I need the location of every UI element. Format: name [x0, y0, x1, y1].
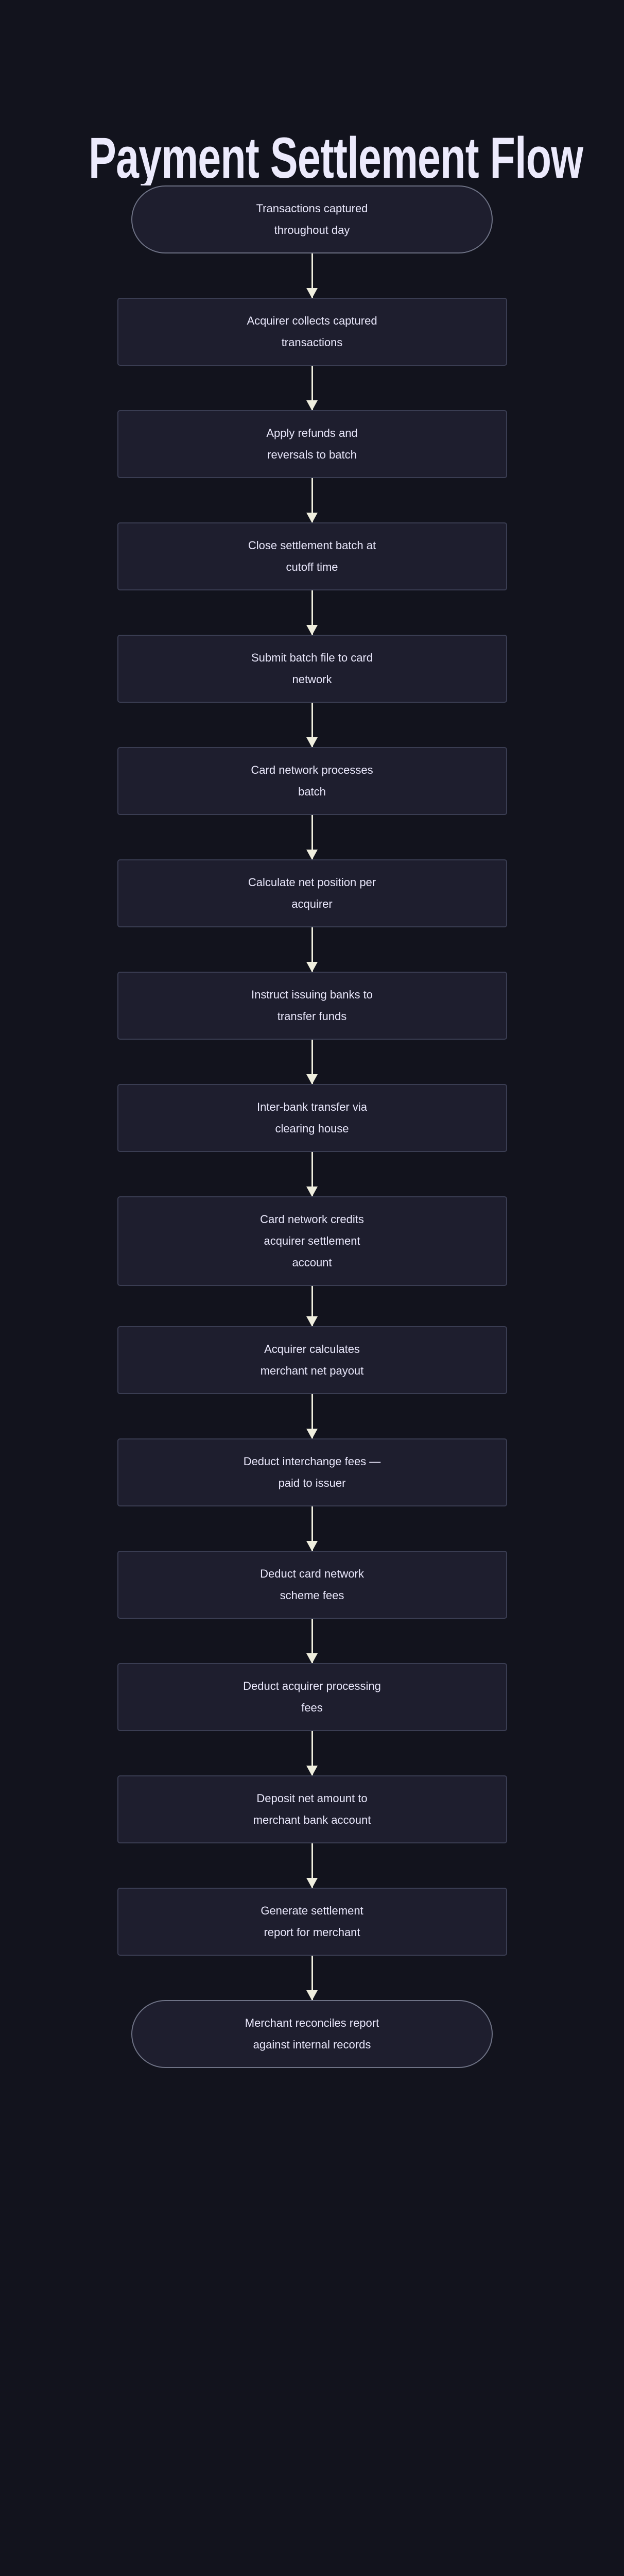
edge-n14	[0, 1731, 624, 1775]
flow-node-n5: Submit batch file to card network	[0, 635, 624, 703]
flow-node-n16: Generate settlement report for merchant	[0, 1888, 624, 1956]
process-node[interactable]: Deduct card network scheme fees	[117, 1551, 507, 1619]
edge-n6	[0, 815, 624, 859]
node-label: Close settlement batch at cutoff time	[248, 539, 376, 573]
node-label: Deposit net amount to merchant bank acco…	[253, 1792, 371, 1826]
flow-node-n12: Deduct interchange fees — paid to issuer	[0, 1438, 624, 1506]
flow-node-n2: Acquirer collects captured transactions	[0, 298, 624, 366]
process-node[interactable]: Acquirer collects captured transactions	[117, 298, 507, 366]
edge-n4	[0, 590, 624, 635]
edge-n15	[0, 1843, 624, 1888]
edge-n7	[0, 927, 624, 972]
node-label: Merchant reconciles report against inter…	[245, 2016, 379, 2051]
connector-arrow-icon	[311, 927, 313, 972]
node-label: Calculate net position per acquirer	[248, 876, 376, 910]
connector-arrow-icon	[311, 1152, 313, 1196]
process-node[interactable]: Deduct acquirer processing fees	[117, 1663, 507, 1731]
edge-n8	[0, 1040, 624, 1084]
flow-node-n15: Deposit net amount to merchant bank acco…	[0, 1775, 624, 1843]
edge-n12	[0, 1506, 624, 1551]
flow-node-n6: Card network processes batch	[0, 747, 624, 815]
process-node[interactable]: Instruct issuing banks to transfer funds	[117, 972, 507, 1040]
node-label: Deduct interchange fees — paid to issuer	[243, 1455, 381, 1489]
flow-node-n3: Apply refunds and reversals to batch	[0, 410, 624, 478]
node-label: Instruct issuing banks to transfer funds	[251, 988, 373, 1023]
node-label: Deduct card network scheme fees	[260, 1567, 364, 1602]
edge-n1	[0, 253, 624, 298]
process-node[interactable]: Generate settlement report for merchant	[117, 1888, 507, 1956]
flow-node-n11: Acquirer calculates merchant net payout	[0, 1326, 624, 1394]
node-label: Submit batch file to card network	[251, 651, 373, 686]
process-node[interactable]: Apply refunds and reversals to batch	[117, 410, 507, 478]
connector-arrow-icon	[311, 478, 313, 522]
flow-node-n8: Instruct issuing banks to transfer funds	[0, 972, 624, 1040]
process-node[interactable]: Deposit net amount to merchant bank acco…	[117, 1775, 507, 1843]
connector-arrow-icon	[311, 366, 313, 410]
process-node[interactable]: Deduct interchange fees — paid to issuer	[117, 1438, 507, 1506]
process-node[interactable]: Card network credits acquirer settlement…	[117, 1196, 507, 1286]
edge-n2	[0, 366, 624, 410]
node-label: Generate settlement report for merchant	[261, 1904, 363, 1939]
title-bar: Payment Settlement Flow	[0, 0, 624, 185]
edge-n5	[0, 703, 624, 747]
node-label: Deduct acquirer processing fees	[243, 1680, 381, 1714]
process-node[interactable]: Calculate net position per acquirer	[117, 859, 507, 927]
connector-arrow-icon	[311, 1040, 313, 1084]
connector-arrow-icon	[311, 1619, 313, 1663]
connector-arrow-icon	[311, 815, 313, 859]
edge-n3	[0, 478, 624, 522]
edge-n10	[0, 1286, 624, 1326]
edge-n11	[0, 1394, 624, 1438]
connector-arrow-icon	[311, 1843, 313, 1888]
edge-n9	[0, 1152, 624, 1196]
flow-node-n14: Deduct acquirer processing fees	[0, 1663, 624, 1731]
node-label: Transactions captured throughout day	[256, 202, 368, 236]
connector-arrow-icon	[311, 1394, 313, 1438]
connector-arrow-icon	[311, 1731, 313, 1775]
node-label: Inter-bank transfer via clearing house	[257, 1100, 367, 1135]
process-node[interactable]: Acquirer calculates merchant net payout	[117, 1326, 507, 1394]
connector-arrow-icon	[311, 1956, 313, 2000]
node-label: Card network processes batch	[251, 764, 373, 798]
flow-node-n9: Inter-bank transfer via clearing house	[0, 1084, 624, 1152]
flow-node-n1: Transactions captured throughout day	[0, 185, 624, 253]
connector-arrow-icon	[311, 1286, 313, 1326]
node-label: Card network credits acquirer settlement…	[260, 1213, 364, 1269]
process-node[interactable]: Close settlement batch at cutoff time	[117, 522, 507, 590]
flow-node-n17: Merchant reconciles report against inter…	[0, 2000, 624, 2068]
node-label: Acquirer calculates merchant net payout	[260, 1343, 364, 1377]
page-title: Payment Settlement Flow	[89, 126, 583, 185]
terminal-node[interactable]: Transactions captured throughout day	[131, 185, 493, 253]
flow-node-n10: Card network credits acquirer settlement…	[0, 1196, 624, 1286]
flow-node-n13: Deduct card network scheme fees	[0, 1551, 624, 1619]
connector-arrow-icon	[311, 590, 313, 635]
process-node[interactable]: Card network processes batch	[117, 747, 507, 815]
process-node[interactable]: Inter-bank transfer via clearing house	[117, 1084, 507, 1152]
connector-arrow-icon	[311, 1506, 313, 1551]
terminal-node[interactable]: Merchant reconciles report against inter…	[131, 2000, 493, 2068]
edge-n13	[0, 1619, 624, 1663]
process-node[interactable]: Submit batch file to card network	[117, 635, 507, 703]
flow-node-n4: Close settlement batch at cutoff time	[0, 522, 624, 590]
flow-node-n7: Calculate net position per acquirer	[0, 859, 624, 927]
connector-arrow-icon	[311, 703, 313, 747]
edge-n16	[0, 1956, 624, 2000]
node-label: Apply refunds and reversals to batch	[266, 427, 358, 461]
node-label: Acquirer collects captured transactions	[247, 314, 377, 349]
connector-arrow-icon	[311, 253, 313, 298]
